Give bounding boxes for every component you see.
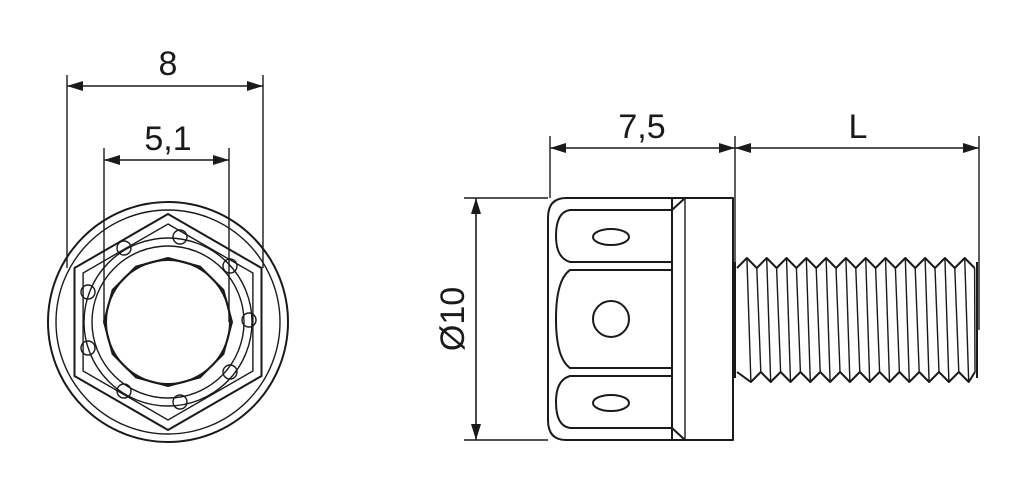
drill-hole	[222, 364, 238, 380]
inner-width-label: 5,1	[144, 120, 191, 158]
flange-chamfer-top	[671, 197, 686, 211]
dimension-outer-width: 8	[66, 45, 264, 268]
inner-ring-2	[91, 245, 245, 399]
head-flange-circle	[55, 209, 281, 435]
bolt-head-outline	[547, 197, 734, 441]
dimension-diameter: Ø10	[434, 197, 548, 441]
diameter-label: Ø10	[434, 287, 472, 351]
head-outer-circle	[47, 201, 289, 443]
side-view: 7,5 L Ø10	[434, 108, 980, 441]
front-view: 8 5,1	[47, 45, 289, 443]
thread-bottom-profile	[736, 371, 976, 383]
drill-hole	[80, 284, 96, 300]
drill-hole-bottom	[592, 394, 630, 412]
dimension-inner-width: 5,1	[103, 120, 230, 322]
drill-hole	[172, 394, 188, 410]
dimension-head-length: 7,5	[549, 108, 736, 262]
hex-face-top	[555, 209, 672, 263]
hex-outline	[73, 213, 263, 431]
hex-face-middle	[555, 269, 672, 369]
thread-length-label: L	[849, 108, 868, 146]
threaded-shank	[734, 257, 978, 383]
drill-hole-top	[592, 228, 630, 246]
socket-bore	[105, 259, 231, 385]
hex-inner-outline	[82, 223, 254, 421]
flange-chamfer-bottom	[671, 427, 686, 441]
dimension-thread-length: L	[735, 108, 980, 330]
thread-flank-lines	[746, 257, 976, 383]
drill-hole	[241, 312, 257, 328]
socket-dodecagon	[103, 257, 233, 387]
outer-width-label: 8	[159, 45, 178, 83]
head-length-label: 7,5	[618, 108, 665, 146]
drill-hole	[80, 340, 96, 356]
drill-hole	[116, 383, 132, 399]
drill-hole-center	[592, 300, 630, 338]
drill-hole	[172, 229, 188, 245]
inner-ring	[83, 237, 253, 407]
drill-hole	[222, 258, 238, 274]
drill-holes	[80, 229, 257, 410]
thread-top-profile	[736, 257, 976, 269]
hex-face-bottom	[555, 375, 672, 429]
drill-hole	[116, 240, 132, 256]
